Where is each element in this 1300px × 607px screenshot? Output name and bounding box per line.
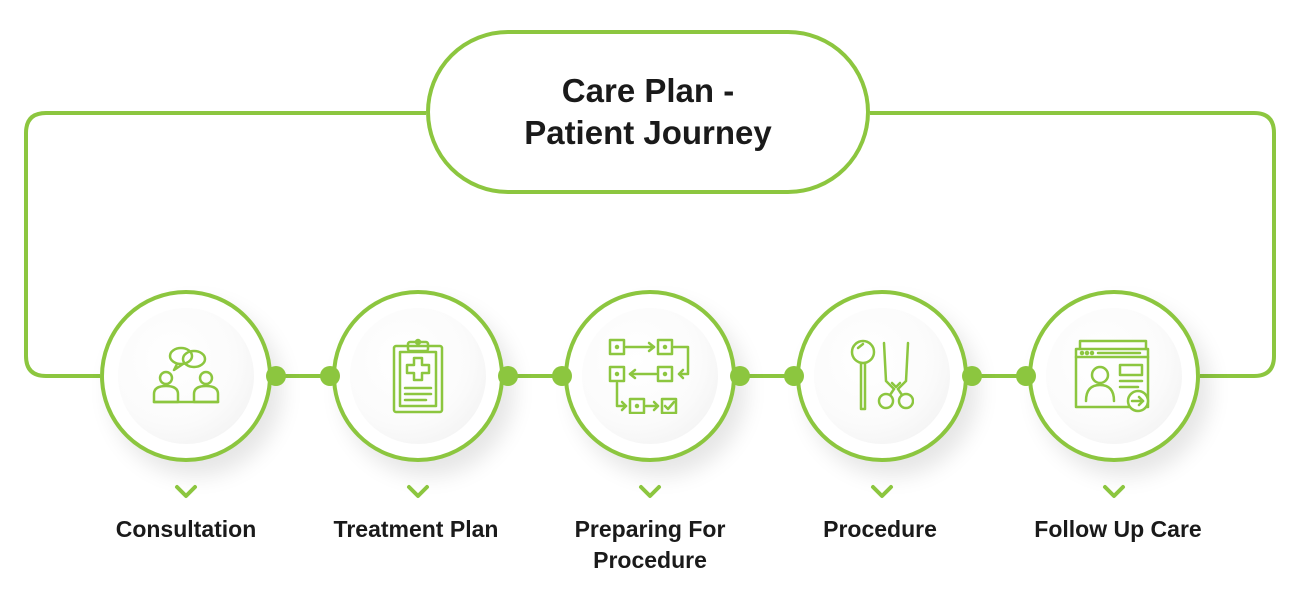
step-label-follow-up-care: Follow Up Care — [1034, 516, 1202, 542]
chevron-down-icon — [871, 485, 893, 498]
step-consultation — [100, 290, 272, 462]
step-follow-up-care — [1028, 290, 1200, 462]
consultation-icon — [150, 344, 222, 408]
chevron-down-icon — [639, 485, 661, 498]
clipboard-icon — [390, 338, 446, 414]
patient-profile-icon — [1074, 339, 1154, 413]
surgical-tools-icon — [850, 339, 914, 413]
title-pill: Care Plan - Patient Journey — [426, 30, 870, 194]
chevron-down-icon — [407, 485, 429, 498]
title-line-1: Care Plan - — [561, 72, 735, 109]
step-label-preparing-for-procedure: Preparing For Procedure — [540, 514, 760, 576]
step-label-procedure: Procedure — [823, 516, 937, 542]
chevron-down-icon — [1103, 485, 1125, 498]
title-line-2: Patient Journey — [524, 114, 772, 151]
step-label-consultation: Consultation — [115, 516, 257, 542]
step-procedure — [796, 290, 968, 462]
chevron-down-icon — [175, 485, 197, 498]
step-label-treatment-plan: Treatment Plan — [333, 516, 499, 542]
workflow-icon — [608, 338, 692, 414]
step-preparing-for-procedure — [564, 290, 736, 462]
step-label-line-2: Procedure — [593, 547, 707, 573]
step-label-line-1: Preparing For — [574, 516, 726, 542]
step-treatment-plan — [332, 290, 504, 462]
